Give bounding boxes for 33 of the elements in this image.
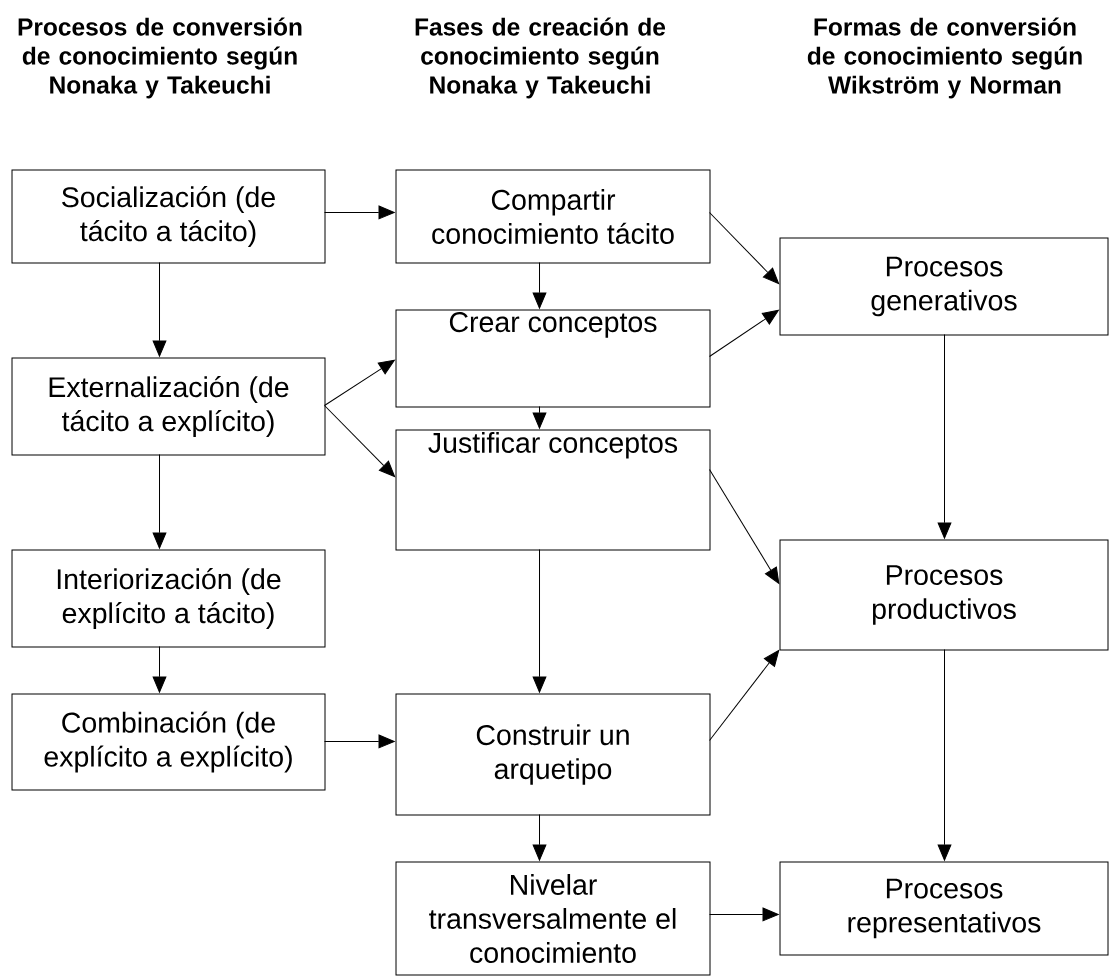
arrow [709,212,780,285]
arrow [709,650,780,741]
arrow [937,334,952,539]
column-heading: Procesos de conversión de conocimiento según Nonaka y Takeuchi [18,17,302,99]
process-box: Procesos representativos [779,861,1109,956]
arrow [324,405,396,478]
process-box: Socialización (de tácito a tácito) [11,169,326,264]
process-box: Crear conceptos [395,309,711,408]
process-box: Procesos generativos [779,237,1109,336]
arrow [152,262,167,357]
arrow [532,549,547,693]
arrow [152,646,167,693]
arrow [709,907,779,922]
arrow [532,406,547,429]
arrow [324,359,395,406]
arrow [709,309,779,357]
process-box: Nivelar transversalmente el conocimiento [395,861,711,976]
process-box: Construir un arquetipo [395,693,711,816]
process-box: Interiorización (de explícito a tácito) [11,549,326,648]
arrow [937,649,952,861]
arrow [709,469,780,584]
process-box: Procesos productivos [779,539,1109,651]
process-box: Combinación (de explícito a explícito) [11,693,326,791]
process-box: Externalización (de tácito a explícito) [11,357,326,456]
process-box: Compartir conocimiento tácito [395,169,711,264]
arrow [532,814,547,861]
process-box: Justificar conceptos [395,429,711,551]
arrow [152,454,167,549]
arrow [324,205,395,220]
column-heading: Formas de conversión de conocimiento según Wikström y Norman [807,17,1082,99]
arrow [532,262,547,309]
arrow [324,734,395,749]
column-heading: Fases de creación de conocimiento según Nonaka y Takeuchi [415,17,666,99]
